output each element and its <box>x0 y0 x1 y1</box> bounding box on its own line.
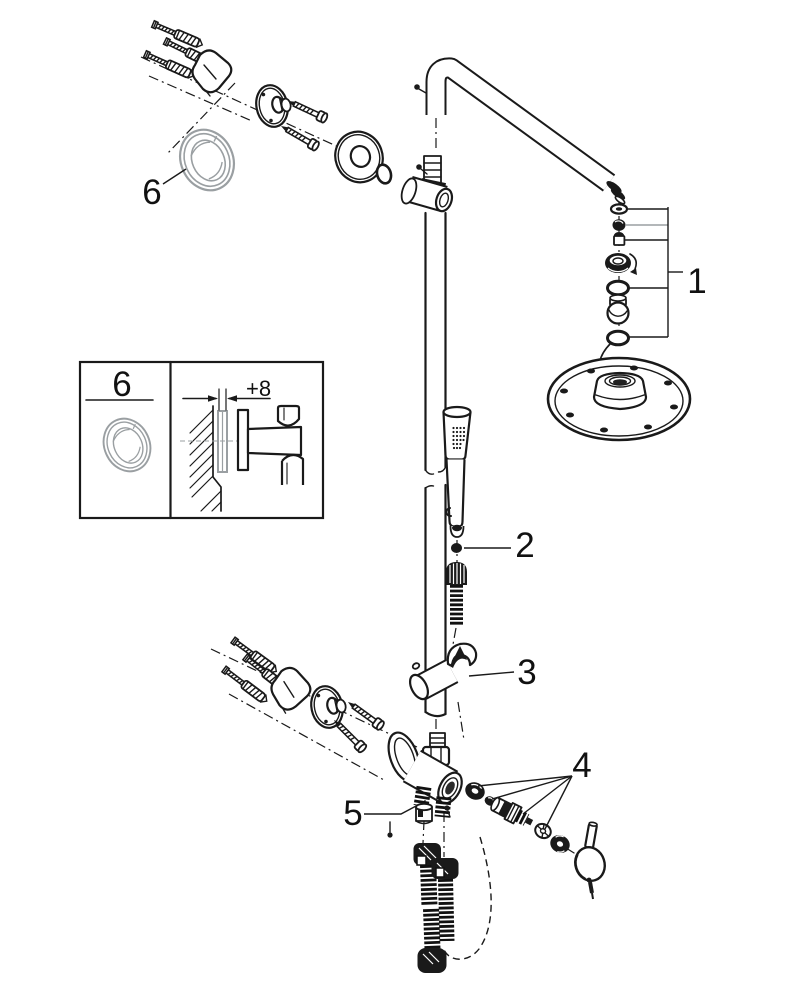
inset-dimension-label: +8 <box>246 376 271 401</box>
diverter-valve <box>387 731 463 838</box>
o-ring <box>606 329 630 347</box>
callout-6: 6 <box>142 168 187 212</box>
inset-dimension-plus8: +8 <box>182 376 271 411</box>
arm-set-screw <box>414 84 420 90</box>
valve-cartridge-parts <box>465 782 570 853</box>
flex-hose-left <box>413 843 447 973</box>
callout-4: 4 <box>477 746 592 830</box>
holder-pin <box>411 662 421 670</box>
valve-outlet-thread <box>413 785 432 808</box>
callout-2-label: 2 <box>515 526 534 565</box>
callout-3-label: 3 <box>517 653 536 692</box>
valve-outlet-thread <box>434 796 452 818</box>
callout-6-label: 6 <box>142 173 161 212</box>
rain-shower-head <box>546 356 692 442</box>
cap-nut <box>465 782 485 800</box>
wall-union-flange <box>310 685 347 729</box>
outlet-adapter <box>415 802 433 825</box>
wall-union-flange <box>255 84 292 128</box>
glide-holder <box>408 642 478 701</box>
spray-plate-holes <box>560 365 678 433</box>
spoke-washer <box>534 822 552 840</box>
callout-3: 3 <box>468 653 537 692</box>
handle-disc <box>574 846 606 882</box>
o-ring <box>606 279 630 297</box>
inset-detail-box: 6 +8 <box>78 360 325 520</box>
handle-knob-ring <box>550 835 570 853</box>
wall-bracket <box>191 49 233 97</box>
head-inlet-boss <box>592 371 648 411</box>
tiny-screw <box>387 832 393 838</box>
hose-connector-cone <box>446 562 467 625</box>
callout-5: 5 <box>343 794 419 833</box>
hand-shower <box>442 405 472 538</box>
handle-stem <box>584 821 598 850</box>
valve-handle <box>574 821 606 900</box>
callout-5-label: 5 <box>343 794 362 833</box>
riser-tee-connector <box>400 155 454 213</box>
ring-nut <box>605 253 637 275</box>
tee-set-screw <box>416 164 422 170</box>
mounting-hardware-top <box>142 18 393 200</box>
hand-shower-seal <box>451 543 462 553</box>
spray-face-dots <box>452 426 466 450</box>
callout-4-label: 4 <box>572 746 591 785</box>
inset-pipe-section <box>236 404 305 485</box>
handle-screw <box>586 877 592 883</box>
hose-routing-curve <box>443 836 492 960</box>
callout-1: 1 <box>625 207 707 338</box>
callout-1-label: 1 <box>687 262 706 301</box>
inset-spacer-gray <box>217 410 228 473</box>
tiny-screw <box>444 805 450 811</box>
ball-joint <box>606 294 630 325</box>
shower-arm <box>414 57 626 205</box>
escutcheon-rosette <box>334 130 384 184</box>
flex-hose-right <box>431 858 459 942</box>
mounting-hardware-bottom <box>220 635 387 755</box>
wall-bracket <box>270 666 312 714</box>
callout-2: 2 <box>464 526 535 565</box>
o-ring-small <box>375 163 393 185</box>
inset-ring-label: 6 <box>112 365 131 404</box>
